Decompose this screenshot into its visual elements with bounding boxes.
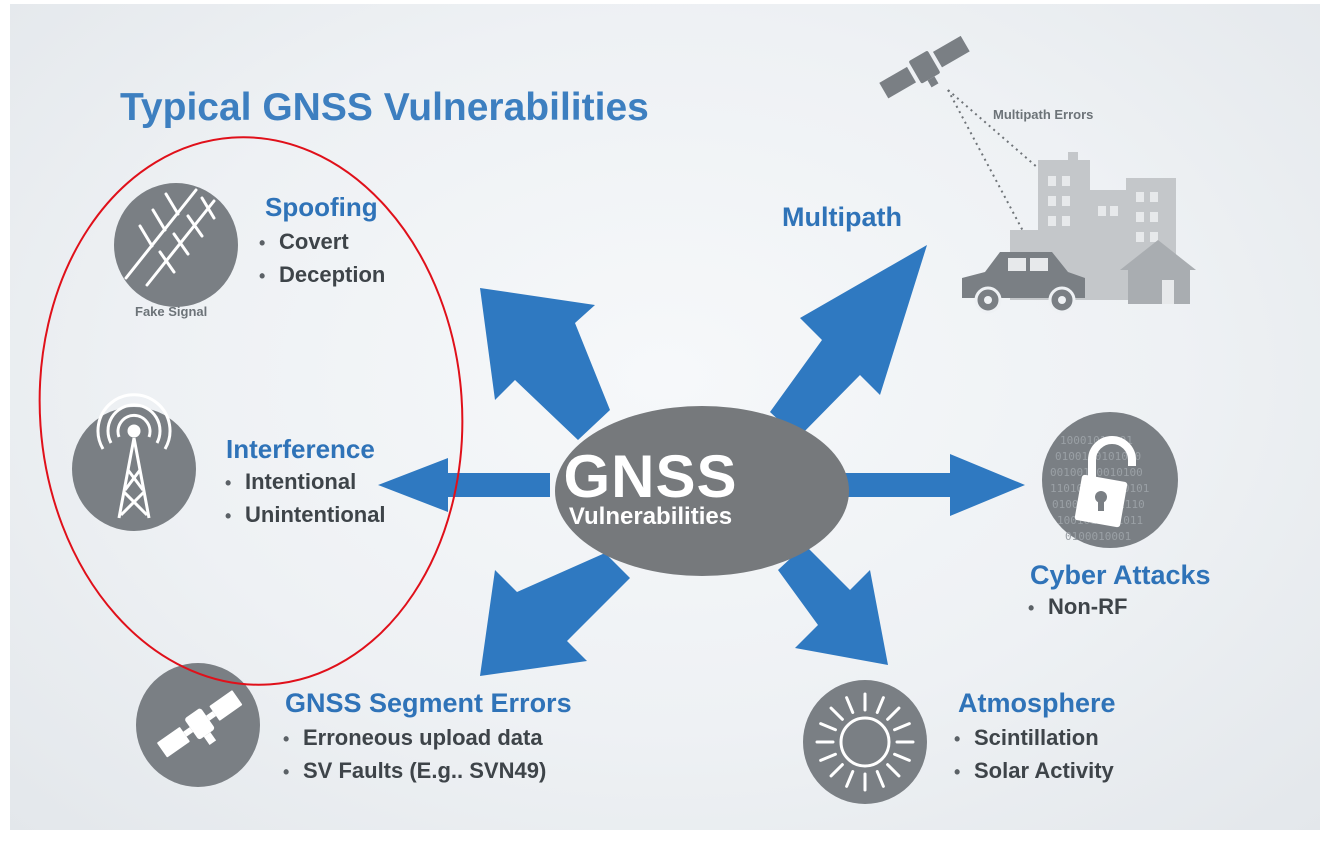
atmosphere-list: Scintillation Solar Activity (954, 722, 1114, 788)
sun-ray (845, 770, 855, 788)
svg-text:00100100010100: 00100100010100 (1050, 466, 1143, 479)
atmosphere-heading: Atmosphere (958, 688, 1116, 718)
red-highlight-ellipse (38, 136, 464, 686)
arrows (378, 245, 1025, 676)
multipath-scene-icon (879, 35, 1196, 314)
list-item: Unintentional (225, 499, 386, 532)
segment-list: Erroneous upload data SV Faults (E.g.. S… (283, 722, 546, 788)
sun-ray (886, 706, 901, 721)
svg-text:0100100101010: 0100100101010 (1055, 450, 1141, 463)
arrow-to-cyber (845, 454, 1025, 516)
multipath-errors-caption: Multipath Errors (993, 107, 1094, 122)
spoofing-heading: Spoofing (265, 192, 378, 222)
sun-ray (893, 752, 911, 762)
list-item: Deception (259, 259, 385, 292)
arrow-to-interference (378, 458, 550, 512)
interference-heading: Interference (226, 434, 375, 464)
arrow-to-segment (480, 553, 630, 676)
spoofing-list: Covert Deception (259, 226, 385, 292)
cyber-heading: Cyber Attacks (1030, 560, 1211, 590)
list-item: SV Faults (E.g.. SVN49) (283, 755, 546, 788)
list-item: Non-RF (1028, 591, 1127, 624)
list-item: Solar Activity (954, 755, 1114, 788)
segment-heading: GNSS Segment Errors (285, 688, 572, 718)
sun-ray (886, 763, 901, 778)
radio-tower-icon (72, 393, 196, 531)
sun-ray (875, 696, 885, 714)
svg-text:0100010001: 0100010001 (1065, 530, 1131, 543)
sun-ray (893, 722, 911, 732)
list-item: Intentional (225, 466, 386, 499)
cyber-list: Non-RF (1028, 591, 1127, 624)
sun-icon (803, 680, 927, 804)
satellite-icon (136, 663, 260, 787)
sun-ray (829, 706, 844, 721)
multipath-heading: Multipath (782, 202, 902, 232)
list-item: Covert (259, 226, 385, 259)
center-oval (555, 406, 849, 576)
interference-list: Intentional Unintentional (225, 466, 386, 532)
sun-ray (819, 722, 837, 732)
page-title: Typical GNSS Vulnerabilities (120, 86, 649, 129)
arrow-to-spoofing (480, 288, 610, 440)
arrow-to-multipath (770, 245, 927, 438)
fake-signal-icon (114, 183, 238, 307)
sun-ray (845, 696, 855, 714)
unlocked-padlock-icon: 10001010001 0100100101010 00100100010100… (1042, 412, 1178, 548)
sun-ray (819, 752, 837, 762)
sun-ray (829, 763, 844, 778)
list-item: Erroneous upload data (283, 722, 546, 755)
sun-ray (875, 770, 885, 788)
arrow-to-atmosphere (778, 545, 888, 665)
list-item: Scintillation (954, 722, 1114, 755)
fake-signal-caption: Fake Signal (135, 304, 208, 319)
